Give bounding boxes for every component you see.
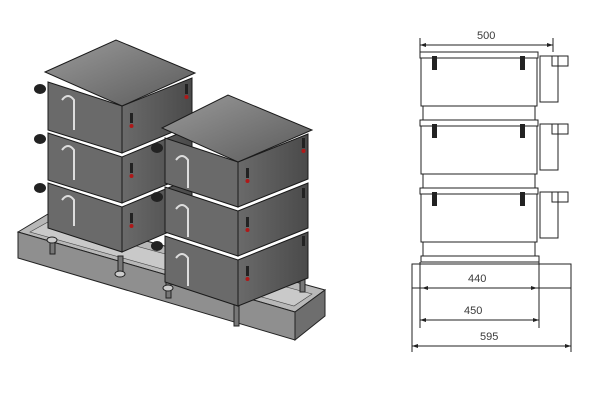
latch-icon — [432, 56, 525, 206]
arrowheads — [412, 43, 571, 348]
isometric-view — [16, 39, 327, 342]
dimension-tray-width: 595 — [480, 331, 499, 343]
valve-icon — [34, 84, 46, 193]
foot-icon — [46, 236, 58, 244]
orthographic-view: 500 440 450 595 — [395, 0, 600, 400]
dimension-top-width: 500 — [477, 30, 496, 42]
dimension-base-width: 450 — [464, 305, 483, 317]
isometric-drawing — [16, 39, 327, 342]
front-right-stack — [151, 94, 314, 327]
foot-icon — [114, 270, 126, 278]
dimension-drawing — [411, 38, 572, 352]
dimension-inner-base-width: 440 — [468, 273, 487, 285]
foot-icon — [162, 284, 174, 292]
rear-left-stack — [34, 39, 197, 278]
valve-icon — [151, 143, 163, 251]
